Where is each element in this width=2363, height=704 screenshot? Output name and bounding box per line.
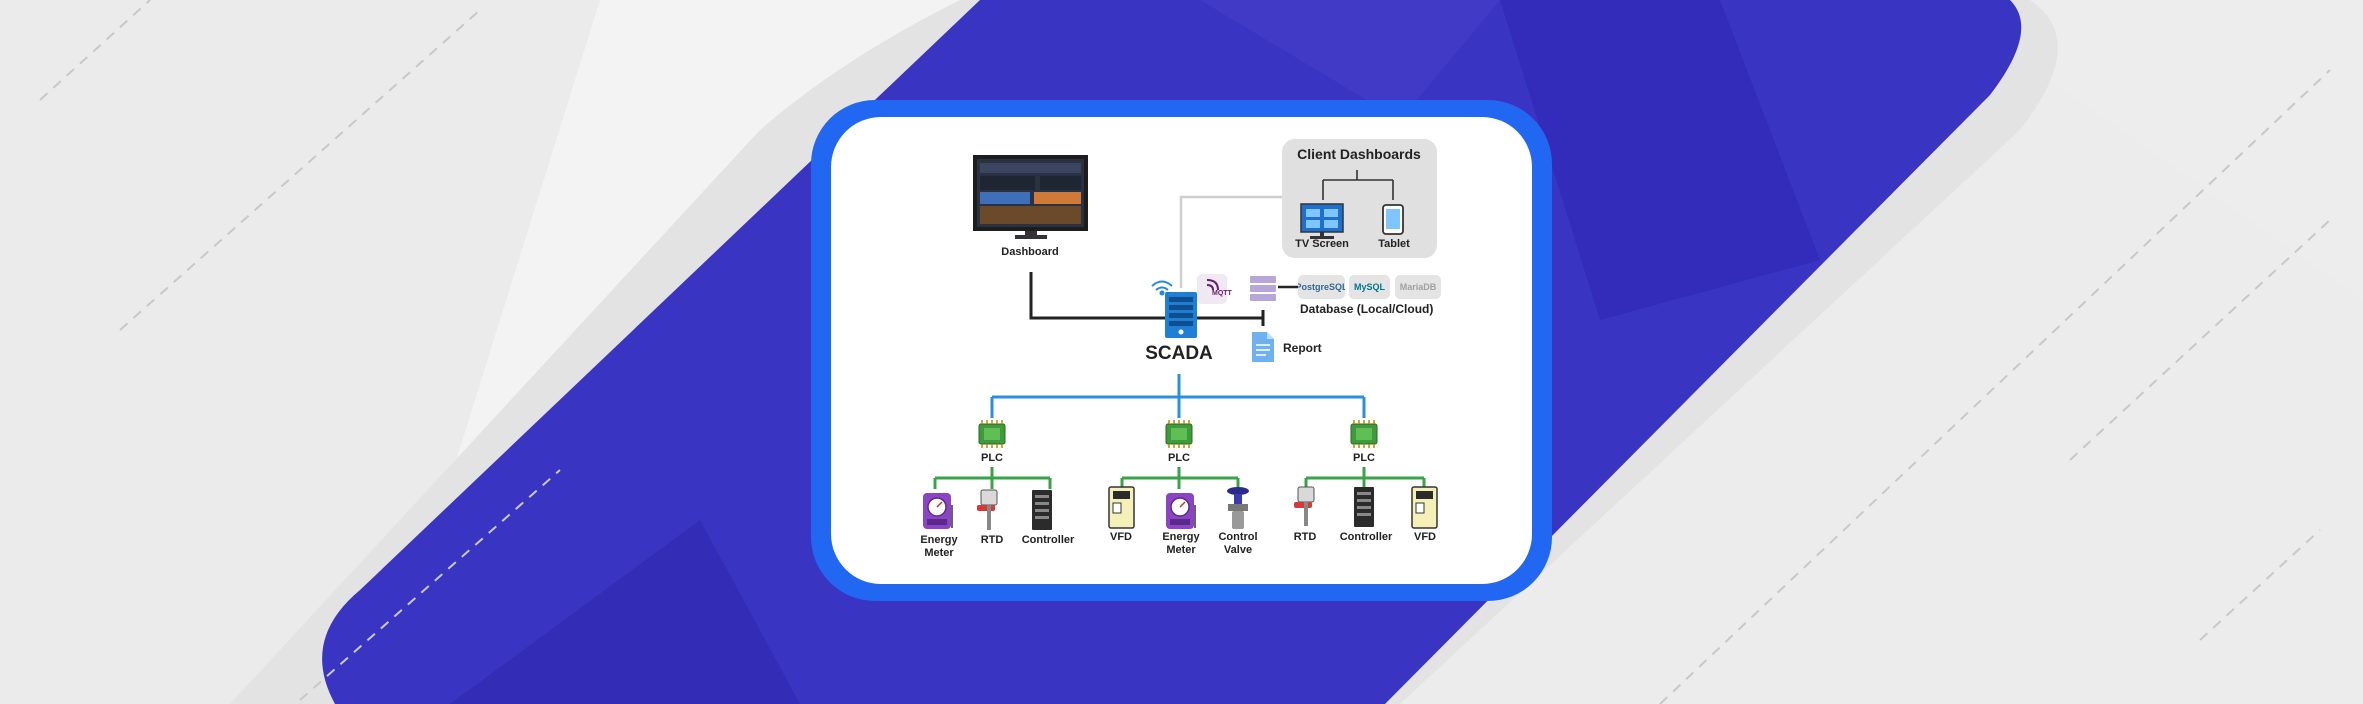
report-document-icon <box>1252 332 1274 362</box>
controller-icon <box>1354 487 1374 527</box>
tablet-icon <box>1382 204 1404 235</box>
device-label: Controller <box>1339 531 1393 543</box>
device-label: Control Valve <box>1218 531 1258 556</box>
band-facet <box>1200 0 1500 120</box>
dashed-line <box>2069 219 2331 461</box>
tv-screen-icon <box>1300 203 1344 239</box>
vfd-icon <box>1411 486 1438 529</box>
plc-chip-icon <box>1165 420 1193 448</box>
tablet-label: Tablet <box>1378 238 1410 250</box>
mqtt-logo-icon <box>1197 274 1227 304</box>
band-facet <box>1500 0 1820 320</box>
device-bus-line <box>1120 467 1240 489</box>
database-link-line <box>1197 310 1265 326</box>
scada-label: SCADA <box>1145 343 1213 364</box>
dashed-line <box>299 469 561 701</box>
dashed-line <box>1659 69 2331 704</box>
device-bus-line <box>1304 467 1426 489</box>
dashboard-link-line <box>1029 272 1165 320</box>
client-link-line <box>1179 195 1282 288</box>
client-connector <box>1322 170 1394 200</box>
device-label: VFD <box>1110 531 1132 543</box>
rtd-sensor-icon <box>977 489 998 530</box>
mysql-logo: MySQL <box>1349 275 1390 299</box>
dashed-line <box>119 9 481 331</box>
mqtt-label: MQTT <box>1212 290 1232 297</box>
report-label: Report <box>1283 341 1322 355</box>
dashboard-label: Dashboard <box>1001 246 1059 258</box>
device-label: RTD <box>980 534 1004 546</box>
device-label: RTD <box>1293 531 1317 543</box>
plc-label: PLC <box>981 452 1003 464</box>
band-facet <box>450 520 800 704</box>
plc-label: PLC <box>1168 452 1190 464</box>
energy-meter-icon <box>1166 493 1196 529</box>
client-dashboards-title: Client Dashboards <box>1297 146 1421 162</box>
vfd-icon <box>1108 486 1135 529</box>
device-label: Controller <box>1021 534 1075 546</box>
device-bus-line <box>933 467 1052 489</box>
plc-label: PLC <box>1353 452 1375 464</box>
wifi-icon <box>1151 280 1173 296</box>
database-label: Database (Local/Cloud) <box>1300 302 1434 316</box>
control-valve-icon <box>1227 487 1249 529</box>
mariadb-logo: MariaDB <box>1395 275 1441 299</box>
database-stack-icon <box>1250 276 1276 301</box>
plc-bus-line <box>990 374 1366 418</box>
tv-screen-label: TV Screen <box>1295 238 1349 250</box>
bg-facet <box>0 0 600 704</box>
rtd-sensor-icon <box>1294 486 1315 526</box>
controller-icon <box>1032 490 1052 530</box>
device-label: Energy Meter <box>920 534 958 559</box>
postgresql-logo: PostgreSQL <box>1298 275 1345 299</box>
energy-meter-icon <box>923 493 953 529</box>
scada-server-icon <box>1165 292 1197 338</box>
plc-chip-icon <box>978 420 1006 448</box>
dashboard-monitor-icon <box>973 155 1088 239</box>
plc-chip-icon <box>1350 420 1378 448</box>
dashed-line <box>39 0 151 101</box>
device-label: Energy Meter <box>1162 531 1200 556</box>
bg-facet <box>1400 80 2363 704</box>
dashed-line <box>2199 529 2321 641</box>
device-label: VFD <box>1414 531 1436 543</box>
